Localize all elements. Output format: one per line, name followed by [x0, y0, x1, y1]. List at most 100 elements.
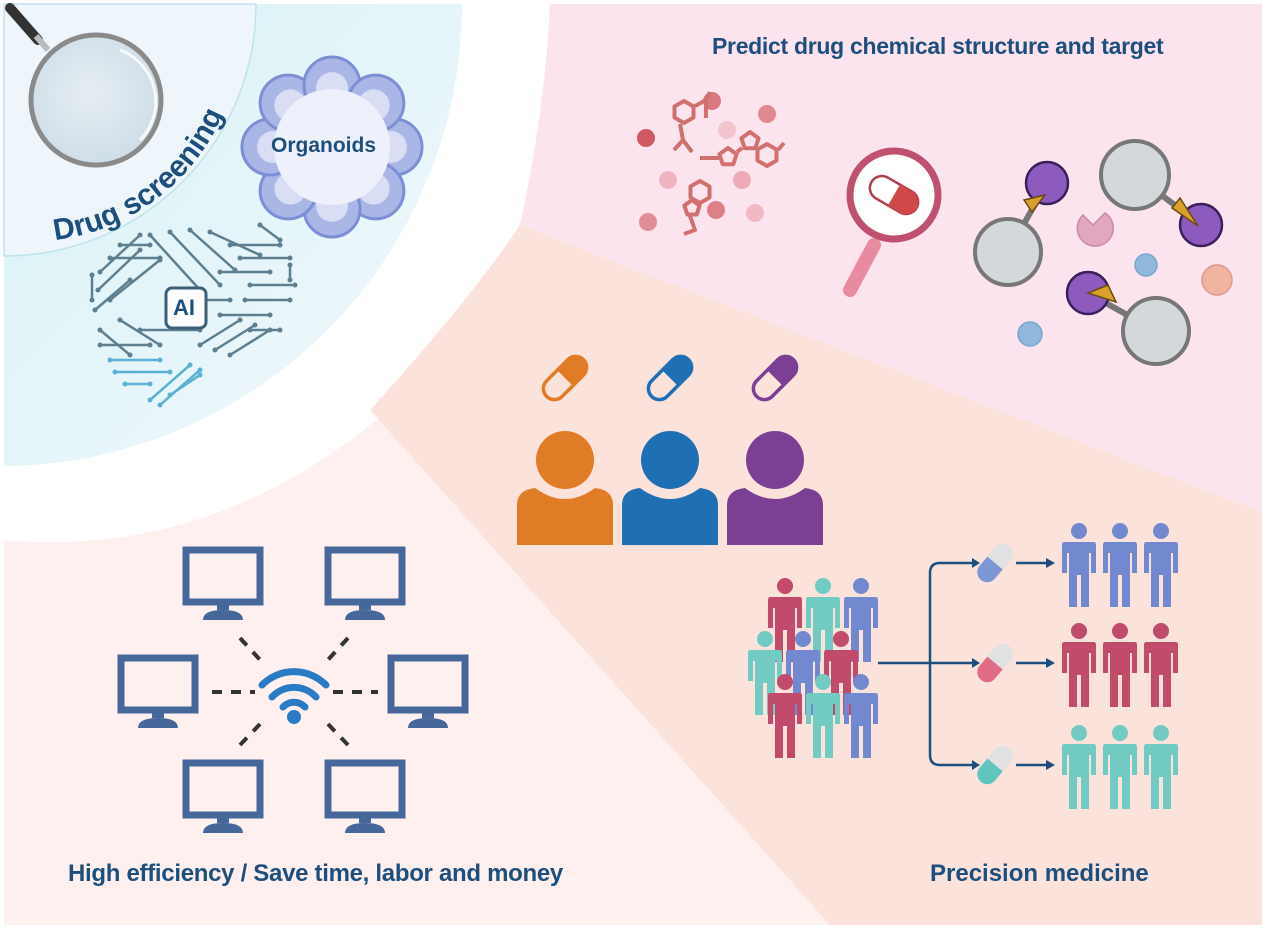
- circuit-node: [95, 287, 101, 293]
- ligand-arrow: [1022, 193, 1047, 214]
- ai-label: AI: [173, 295, 195, 320]
- circuit-node: [257, 222, 263, 228]
- circuit-trace: [208, 230, 262, 257]
- molecule-structures-icon: [637, 91, 786, 236]
- personalized-panel: [370, 225, 1262, 925]
- circuit-node: [292, 282, 298, 288]
- arrowhead: [972, 558, 980, 568]
- circuit-node: [197, 372, 203, 378]
- circuit-node: [92, 307, 98, 313]
- circuit-node: [137, 232, 143, 238]
- monitor-base: [138, 718, 178, 728]
- circuit-trace: [98, 328, 132, 357]
- small-molecule: [1201, 264, 1233, 296]
- group-person: [1144, 623, 1178, 707]
- computer-network-icon: [117, 546, 469, 833]
- circuit-trace: [168, 373, 202, 397]
- circuit-node: [117, 317, 123, 323]
- ai-brain-circuit-icon: [89, 222, 298, 408]
- circuit-node: [157, 342, 163, 348]
- circuit-node: [107, 255, 113, 261]
- small-molecule: [1134, 253, 1158, 277]
- wifi-icon: [258, 668, 330, 724]
- organoids-label: Organoids: [271, 134, 377, 157]
- pill-icon: [541, 354, 589, 402]
- circuit-trace: [148, 233, 202, 292]
- monitor-stand: [152, 710, 164, 718]
- circuit-node: [217, 312, 223, 318]
- patient-body: [517, 488, 613, 545]
- circuit-node: [157, 357, 163, 363]
- molecule-atom: [758, 105, 776, 123]
- circuit-trace: [93, 278, 132, 312]
- monitor-stand: [359, 815, 371, 823]
- circuit-node: [197, 342, 203, 348]
- arrowhead: [972, 658, 980, 668]
- molecule-atom: [659, 171, 677, 189]
- organoid-icon: [240, 55, 424, 239]
- receptor-cell: [1099, 139, 1171, 211]
- crowd-person: [768, 578, 802, 662]
- precision-medicine-diagram: [748, 523, 1178, 809]
- circuit-node: [117, 242, 123, 248]
- circuit-node: [212, 347, 218, 353]
- circuit-node: [97, 342, 103, 348]
- receptor-cell: [973, 217, 1043, 287]
- monitor-icon: [387, 654, 469, 714]
- drug-target-binding-icon: [973, 139, 1233, 366]
- circuit-trace: [108, 258, 162, 302]
- circuit-node: [287, 255, 293, 261]
- circuit-node: [167, 369, 173, 375]
- circuit-node: [287, 297, 293, 303]
- monitor-base: [408, 718, 448, 728]
- group-person: [1144, 523, 1178, 607]
- arrowhead: [1046, 558, 1055, 568]
- pentagon-ring: [717, 146, 739, 167]
- monitor-icon: [182, 546, 264, 606]
- ligand-arrow: [1085, 284, 1118, 304]
- target-protein: [1024, 160, 1070, 206]
- group-person: [1103, 523, 1137, 607]
- pill-half: [662, 356, 692, 386]
- circuit-node: [277, 237, 283, 243]
- pill-icon: [977, 745, 1013, 785]
- molecule-bond: [700, 141, 786, 160]
- crowd-person: [844, 578, 878, 662]
- monitor-stand: [422, 710, 434, 718]
- efficiency-title: High efficiency / Save time, labor and m…: [68, 860, 563, 887]
- group-person: [1062, 623, 1096, 707]
- patient-body: [622, 488, 718, 545]
- circuit-node: [242, 297, 248, 303]
- circuit-node: [147, 242, 153, 248]
- circuit-node: [252, 322, 258, 328]
- circuit-trace: [98, 233, 142, 274]
- circuit-node: [107, 357, 113, 363]
- monitor-stand: [359, 602, 371, 610]
- pill-half: [557, 356, 587, 386]
- monitor-icon: [324, 546, 406, 606]
- monitor-icon: [324, 759, 406, 819]
- benzene-ring: [688, 179, 712, 205]
- predict-title: Predict drug chemical structure and targ…: [712, 33, 1164, 59]
- circuit-node: [97, 269, 103, 275]
- circuit-node: [237, 255, 243, 261]
- magnifying-glass-icon: [5, 3, 164, 168]
- circuit-trace: [96, 248, 142, 292]
- circuit-node: [267, 269, 273, 275]
- circuit-node: [187, 227, 193, 233]
- precision-title: Precision medicine: [930, 860, 1149, 887]
- molecule-atom: [639, 213, 657, 231]
- circuit-node: [227, 297, 233, 303]
- circuit-node: [157, 257, 163, 263]
- molecule-atom: [637, 129, 655, 147]
- monitor-base: [345, 610, 385, 620]
- circuit-node: [217, 269, 223, 275]
- patient-body: [727, 488, 823, 545]
- circuit-trace: [118, 318, 162, 347]
- patient-head: [641, 431, 699, 489]
- group-person: [1103, 725, 1137, 809]
- circuit-node: [287, 262, 293, 268]
- circuit-node: [167, 229, 173, 235]
- monitor-stand: [217, 815, 229, 823]
